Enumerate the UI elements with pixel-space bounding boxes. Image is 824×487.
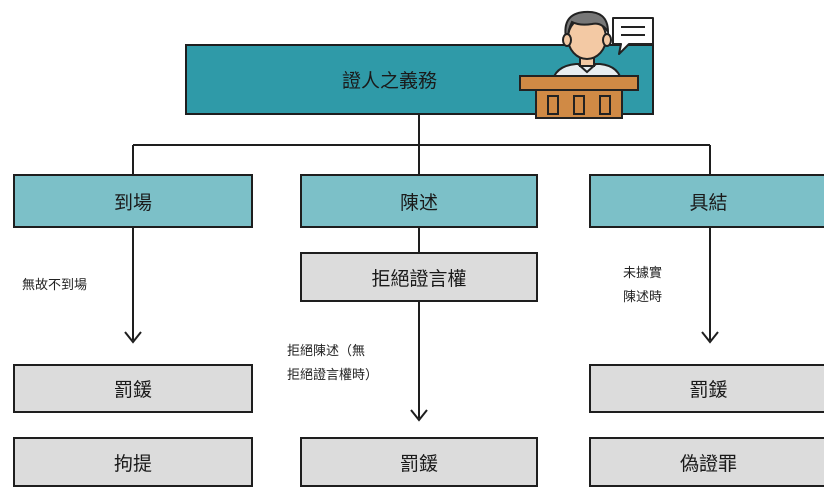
result-left-arrest-box: 拘提 [13, 437, 253, 487]
condition-right-line-2: 陳述時 [623, 290, 663, 305]
duty-oath-label: 具結 [689, 191, 728, 214]
result-left-fine-label: 罰鍰 [113, 379, 152, 401]
root-label: 證人之義務 [341, 70, 437, 92]
condition-right: 未據實 陳述時 [623, 262, 662, 310]
duty-appear-label: 到場 [113, 191, 152, 214]
result-right-fine-label: 罰鍰 [689, 379, 728, 401]
result-right-fine-box: 罰鍰 [589, 364, 824, 413]
result-middle-fine-box: 罰鍰 [300, 437, 538, 487]
result-left-arrest-label: 拘提 [113, 452, 152, 475]
result-middle-fine-label: 罰鍰 [399, 452, 438, 475]
condition-left: 無故不到場 [22, 278, 88, 293]
result-left-fine-box: 罰鍰 [13, 364, 253, 413]
duty-testify-label: 陳述 [399, 191, 438, 214]
speech-bubble-icon [612, 17, 654, 55]
duty-appear-box: 到場 [13, 174, 253, 228]
privilege-label: 拒絕證言權 [371, 267, 467, 290]
condition-middle-line-2: 拒絕證言權時） [287, 368, 379, 383]
result-right-perjury-label: 偽證罪 [679, 452, 737, 475]
condition-middle-line-1: 拒絕陳述（無 [287, 344, 366, 359]
condition-middle: 拒絕陳述（無 拒絕證言權時） [287, 340, 378, 388]
duty-oath-box: 具結 [589, 174, 824, 228]
witness-at-podium-icon [519, 10, 639, 119]
duty-testify-box: 陳述 [300, 174, 538, 228]
privilege-box: 拒絕證言權 [300, 252, 538, 302]
result-right-perjury-box: 偽證罪 [589, 437, 824, 487]
condition-right-line-1: 未據實 [623, 266, 663, 281]
